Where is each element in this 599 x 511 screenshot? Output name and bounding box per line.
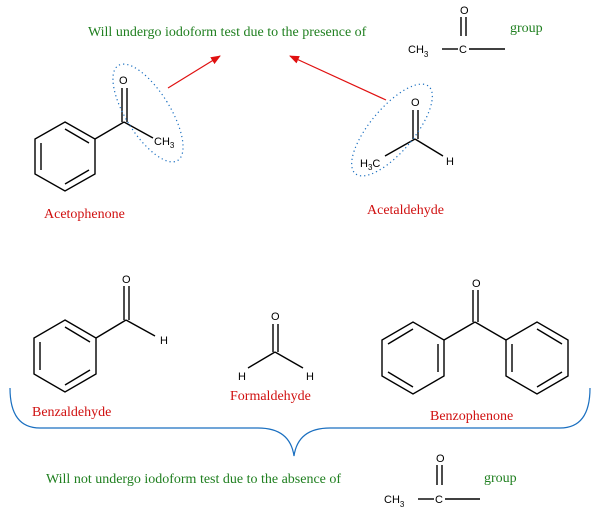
group-carbon: C — [459, 44, 467, 56]
label-benzaldehyde: Benzaldehyde — [32, 405, 111, 420]
highlight-acetaldehyde — [351, 83, 433, 177]
benzaldehyde-structure: O H — [33, 274, 168, 393]
acetophenone-structure: O CH3 — [34, 75, 175, 192]
label-benzophenone: Benzophenone — [430, 409, 513, 424]
group-ch: CH — [408, 44, 424, 56]
svg-text:H: H — [446, 156, 454, 168]
grouping-brace — [9, 387, 591, 457]
label-acetaldehyde: Acetaldehyde — [367, 203, 444, 218]
acetyl-group-bottom: O CH3 C — [384, 453, 480, 509]
formaldehyde-structure: O H H — [238, 311, 314, 383]
benzene-ring — [33, 319, 97, 393]
arrow-acetophenone — [167, 55, 221, 89]
benzene-ring-right — [505, 321, 569, 395]
positive-statement: Will undergo iodoform test due to the pr… — [88, 25, 367, 40]
svg-text:O: O — [436, 453, 445, 465]
svg-text:O: O — [119, 75, 128, 87]
label-formaldehyde: Formaldehyde — [230, 389, 311, 404]
svg-text:O: O — [472, 278, 481, 290]
svg-text:CH3: CH3 — [408, 44, 429, 59]
svg-text:O: O — [122, 274, 131, 286]
benzene-ring — [34, 121, 96, 192]
label-acetophenone: Acetophenone — [44, 207, 125, 222]
group-label-top: group — [510, 21, 543, 36]
arrow-acetaldehyde — [289, 55, 387, 101]
svg-text:O: O — [411, 97, 420, 109]
svg-text:O: O — [271, 311, 280, 323]
svg-text:CH3: CH3 — [384, 494, 405, 509]
svg-text:C: C — [435, 494, 443, 506]
group-sub: 3 — [424, 50, 429, 59]
svg-text:H3C: H3C — [360, 158, 380, 172]
negative-statement: Will not undergo iodoform test due to th… — [46, 472, 341, 487]
svg-text:CH3: CH3 — [154, 136, 175, 150]
group-oxygen: O — [460, 5, 469, 17]
svg-text:H: H — [160, 335, 168, 347]
benzophenone-structure: O — [381, 278, 569, 395]
group-label-bottom: group — [484, 471, 517, 486]
acetaldehyde-structure: O H3C H — [360, 97, 454, 172]
benzene-ring-left — [381, 321, 445, 395]
svg-text:H: H — [238, 371, 246, 383]
acetyl-group-top: O CH3 C — [408, 5, 505, 59]
svg-text:H: H — [306, 371, 314, 383]
highlight-acetophenone — [112, 63, 184, 163]
